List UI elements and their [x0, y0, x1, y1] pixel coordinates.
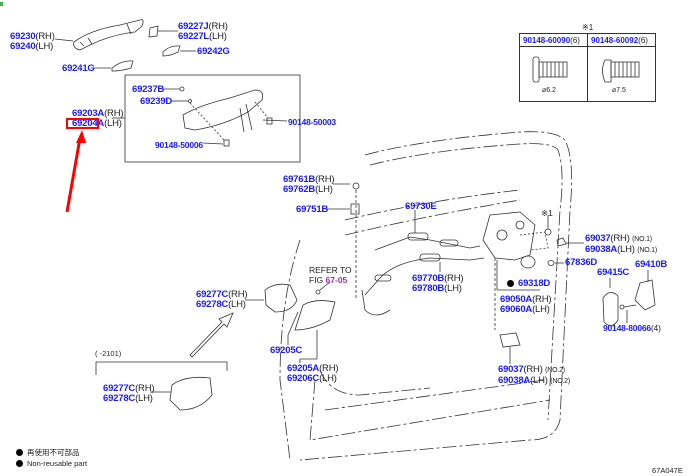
- red-arrow: [65, 130, 86, 213]
- label-gasket[interactable]: 69239D: [140, 96, 173, 107]
- label-frame-assy[interactable]: 69203A(RH)69204A(LH): [72, 108, 124, 129]
- clip-no2-drawing: [499, 332, 521, 364]
- frame-assy-box: [124, 74, 301, 163]
- non-reusable-dot-icon: [507, 280, 514, 287]
- screw-table: 90148-60090(6) 90148-60092(6) ⌀6.2 ⌀7.5: [519, 33, 656, 102]
- cable-drawing: [364, 210, 485, 296]
- legend-item-en: Non-reusable part: [16, 459, 87, 468]
- rod-drawing: [327, 182, 391, 316]
- highlight-box: [66, 118, 99, 129]
- label-screw-b[interactable]: 90148-50006: [155, 140, 203, 150]
- label-striker-screw[interactable]: 90148-80066(4): [603, 323, 661, 333]
- label-outside-handle[interactable]: 69230(RH)69240(LH): [10, 31, 55, 52]
- inside-handle-drawing: [245, 281, 336, 363]
- label-clip-no2[interactable]: 69037(RH) (NO.2)69038A(LH) (NO.2): [498, 364, 571, 386]
- striker-drawing: [602, 270, 656, 326]
- label-handle-cover[interactable]: 69227J(RH)69227L(LH): [178, 21, 228, 42]
- label-clip-no1[interactable]: 69037(RH) (NO.1)69038A(LH) (NO.1): [585, 233, 658, 255]
- pad-rear-drawing: [162, 45, 196, 57]
- old-bezel-bracket: [95, 361, 228, 411]
- figure-id: 67A047E: [652, 466, 683, 475]
- label-lock-assy[interactable]: 69050A(RH)69060A(LH): [500, 294, 552, 315]
- lock-assy-drawing: [482, 211, 584, 330]
- frame-drawing: [163, 86, 288, 147]
- label-pad-rear[interactable]: 69242G: [197, 46, 230, 57]
- screw-table-header-1[interactable]: 90148-60090(6): [520, 34, 587, 47]
- refer-to-text: REFER TO: [309, 265, 352, 275]
- direction-arrow: [189, 312, 234, 358]
- table-divider: [587, 34, 588, 101]
- fig-link[interactable]: 67-05: [325, 275, 348, 285]
- label-inside-handle-clip[interactable]: 69205C: [270, 345, 303, 356]
- outside-handle-drawing: [54, 19, 144, 51]
- screw-diameter-2: ⌀7.5: [612, 87, 626, 94]
- label-screw-a[interactable]: 90148-50003: [288, 117, 336, 127]
- label-grommet[interactable]: 67836D: [565, 257, 598, 268]
- pad-front-drawing: [94, 60, 134, 72]
- legend-item-jp: 再使用不可部品: [16, 447, 80, 458]
- handle-cover-drawing: [148, 25, 178, 38]
- label-inside-bezel[interactable]: 69277C(RH)69278C(LH): [196, 289, 248, 310]
- lock-screw-mark: ※1: [541, 208, 553, 218]
- filled-circle-icon: [16, 460, 23, 467]
- label-rod[interactable]: 69751B: [296, 204, 329, 215]
- label-striker-cover[interactable]: 69415C: [597, 267, 630, 278]
- date-range: ( -2101): [95, 349, 122, 358]
- label-striker[interactable]: 69410B: [635, 259, 668, 270]
- label-inside-bezel-old[interactable]: 69277C(RH)69278C(LH): [103, 383, 155, 404]
- label-rod-clip[interactable]: 69761B(RH)69762B(LH): [283, 174, 335, 195]
- label-pad-front[interactable]: 69241G: [62, 63, 95, 74]
- refer-fig[interactable]: FIG 67-05: [309, 275, 348, 285]
- screw-table-header-2[interactable]: 90148-60092(6): [588, 34, 655, 47]
- label-cable-2[interactable]: 69770B(RH)69780B(LH): [412, 273, 464, 294]
- filled-circle-icon: [16, 449, 23, 456]
- screw-table-drawings: [532, 56, 640, 83]
- label-plug[interactable]: 69237B: [132, 84, 165, 95]
- label-cable[interactable]: 69730E: [405, 201, 437, 212]
- screw-table-title: ※1: [582, 23, 594, 32]
- label-lock-gasket[interactable]: 69318D: [507, 279, 550, 289]
- label-inside-handle[interactable]: 69205A(RH)69206C(LH): [287, 363, 339, 384]
- corner-marker: [0, 2, 3, 6]
- screw-diameter-1: ⌀6.2: [542, 87, 556, 94]
